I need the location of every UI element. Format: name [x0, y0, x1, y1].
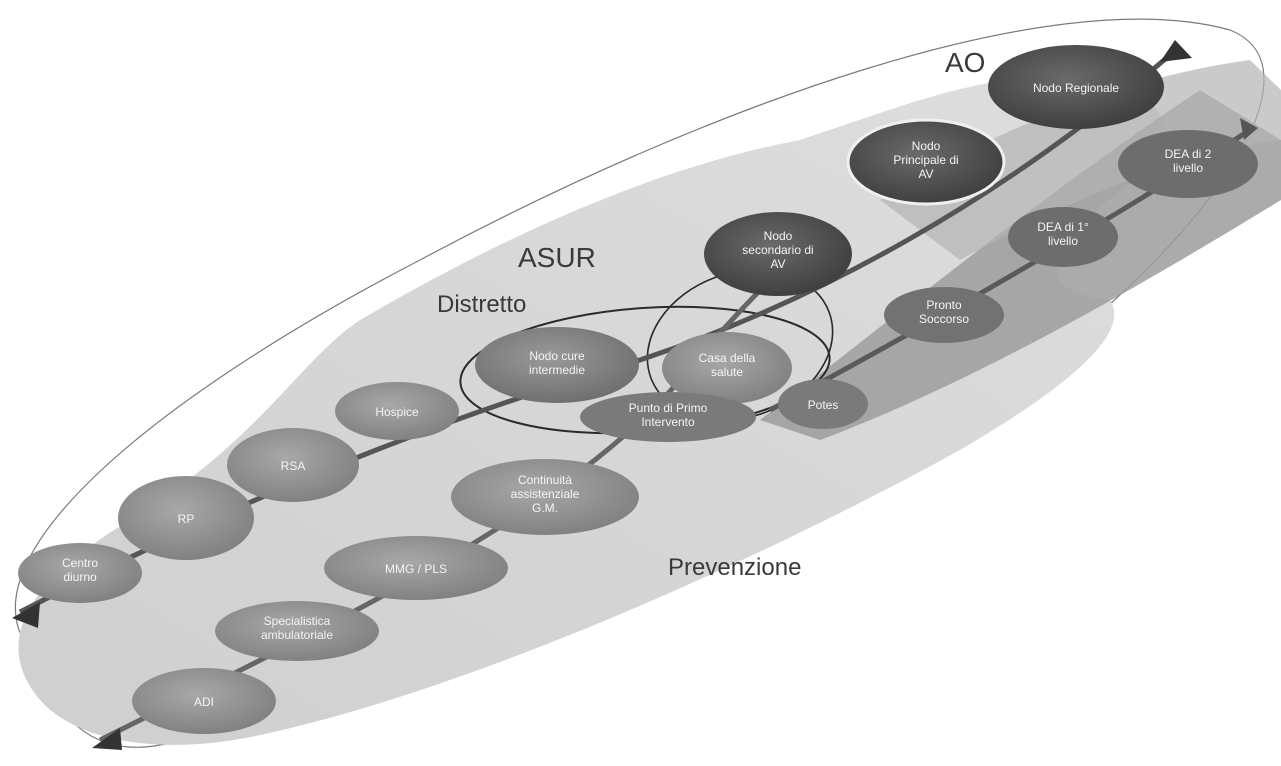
- node-label-line: DEA di 2: [1165, 147, 1212, 161]
- area-label-prevenzione: Prevenzione: [668, 554, 801, 581]
- node-label-line: salute: [711, 365, 743, 379]
- node-label-line: Nodo: [912, 139, 941, 153]
- node-label-line: DEA di 1°: [1037, 220, 1089, 234]
- node-label: RP: [178, 512, 195, 526]
- node-label-line: Pronto: [926, 298, 962, 312]
- node-label-line: RSA: [281, 459, 306, 473]
- node-label: MMG / PLS: [385, 562, 447, 576]
- node-label: Potes: [808, 398, 839, 412]
- area-label-ao: AO: [945, 47, 985, 78]
- node-label-line: Centro: [62, 556, 98, 570]
- node-label-line: secondario di: [742, 243, 813, 257]
- node-mmg-pls: MMG / PLS: [324, 536, 508, 600]
- node-nodo-regionale: Nodo Regionale: [988, 45, 1164, 129]
- area-label-asur: ASUR: [518, 242, 596, 273]
- node-label: Nodo Regionale: [1033, 81, 1119, 95]
- arrow-right-icon: [1240, 118, 1258, 140]
- area-label-distretto: Distretto: [437, 291, 526, 318]
- node-label-line: Potes: [808, 398, 839, 412]
- node-dea-1: DEA di 1°livello: [1008, 207, 1118, 267]
- node-rsa: RSA: [227, 428, 359, 502]
- node-label: DEA di 1°livello: [1037, 220, 1089, 248]
- node-label-line: Nodo: [764, 229, 793, 243]
- node-label-line: Intervento: [641, 415, 695, 429]
- node-hospice: Hospice: [335, 382, 459, 440]
- node-label-line: diurno: [63, 570, 97, 584]
- node-label-line: livello: [1048, 234, 1078, 248]
- node-label-line: Hospice: [375, 405, 419, 419]
- node-label-line: Nodo Regionale: [1033, 81, 1119, 95]
- node-label-line: intermedie: [529, 363, 585, 377]
- node-label-line: MMG / PLS: [385, 562, 447, 576]
- node-label-line: G.M.: [532, 501, 558, 515]
- node-label-line: AV: [918, 167, 933, 181]
- node-label-line: ADI: [194, 695, 214, 709]
- node-label-line: Punto di Primo: [629, 401, 708, 415]
- node-adi: ADI: [132, 668, 276, 734]
- arrow-bottom-icon: [92, 728, 122, 750]
- node-label-line: Specialistica: [264, 614, 331, 628]
- primary-care-path: [98, 248, 802, 743]
- casa-salute-boundary: [646, 269, 834, 421]
- node-label-line: RP: [178, 512, 195, 526]
- node-label-line: assistenziale: [511, 487, 580, 501]
- node-label-line: Principale di: [893, 153, 958, 167]
- node-potes: Potes: [778, 379, 868, 429]
- node-label-line: Continuità: [518, 473, 572, 487]
- node-label-line: Casa della: [699, 351, 756, 365]
- arrow-left-icon: [12, 602, 40, 628]
- emergency-band-upper: [880, 60, 1281, 260]
- node-rp: RP: [118, 476, 254, 560]
- node-label: RSA: [281, 459, 306, 473]
- node-label: ADI: [194, 695, 214, 709]
- node-label-line: Nodo cure: [529, 349, 585, 363]
- node-label-line: livello: [1173, 161, 1203, 175]
- node-label-line: Soccorso: [919, 312, 969, 326]
- arrow-top-icon: [1160, 40, 1192, 62]
- node-label: Hospice: [375, 405, 419, 419]
- node-label-line: AV: [770, 257, 785, 271]
- node-label-line: ambulatoriale: [261, 628, 333, 642]
